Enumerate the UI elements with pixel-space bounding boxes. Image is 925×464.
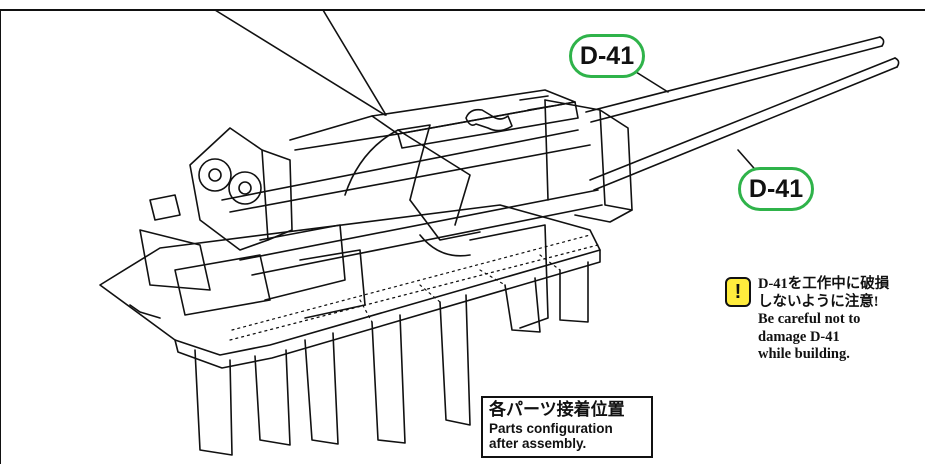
warning-note: D-41を工作中に破損 しないように注意! Be careful not to … xyxy=(758,276,918,364)
front-mechanism xyxy=(139,194,366,319)
warning-line: Be careful not to xyxy=(758,311,861,327)
support-legs xyxy=(194,224,589,456)
diagram-border xyxy=(0,9,925,464)
warning-line: D-41を工作中に破損 xyxy=(758,276,890,292)
score-lines xyxy=(229,234,599,341)
warning-line: しないように注意! xyxy=(758,293,879,310)
d41-rod-lower xyxy=(589,57,900,191)
leader-line-top xyxy=(635,71,669,93)
pointer-line-right xyxy=(322,9,387,116)
seat xyxy=(344,124,481,257)
warning-line: damage D-41 xyxy=(758,328,840,345)
upper-deck xyxy=(371,89,579,149)
rear-block xyxy=(544,99,633,223)
label-line: Parts configuration xyxy=(489,421,613,436)
gear-housing xyxy=(189,127,293,251)
side-frame xyxy=(221,115,603,276)
parts-configuration-label: 各パーツ接着位置 Parts configuration after assem… xyxy=(481,396,653,458)
pointer-line-left xyxy=(214,9,386,116)
label-line: after assembly. xyxy=(489,436,587,451)
part-callout-top: D-41 xyxy=(569,34,645,78)
label-title-jp: 各パーツ接着位置 xyxy=(489,400,625,420)
warning-line: while building. xyxy=(758,346,850,362)
d41-rod-upper xyxy=(585,36,885,123)
part-callout-right: D-41 xyxy=(738,167,814,211)
exclamation-icon: ! xyxy=(725,277,751,307)
label-title-en: Parts configuration after assembly. xyxy=(489,421,645,451)
floor-board xyxy=(99,204,601,369)
